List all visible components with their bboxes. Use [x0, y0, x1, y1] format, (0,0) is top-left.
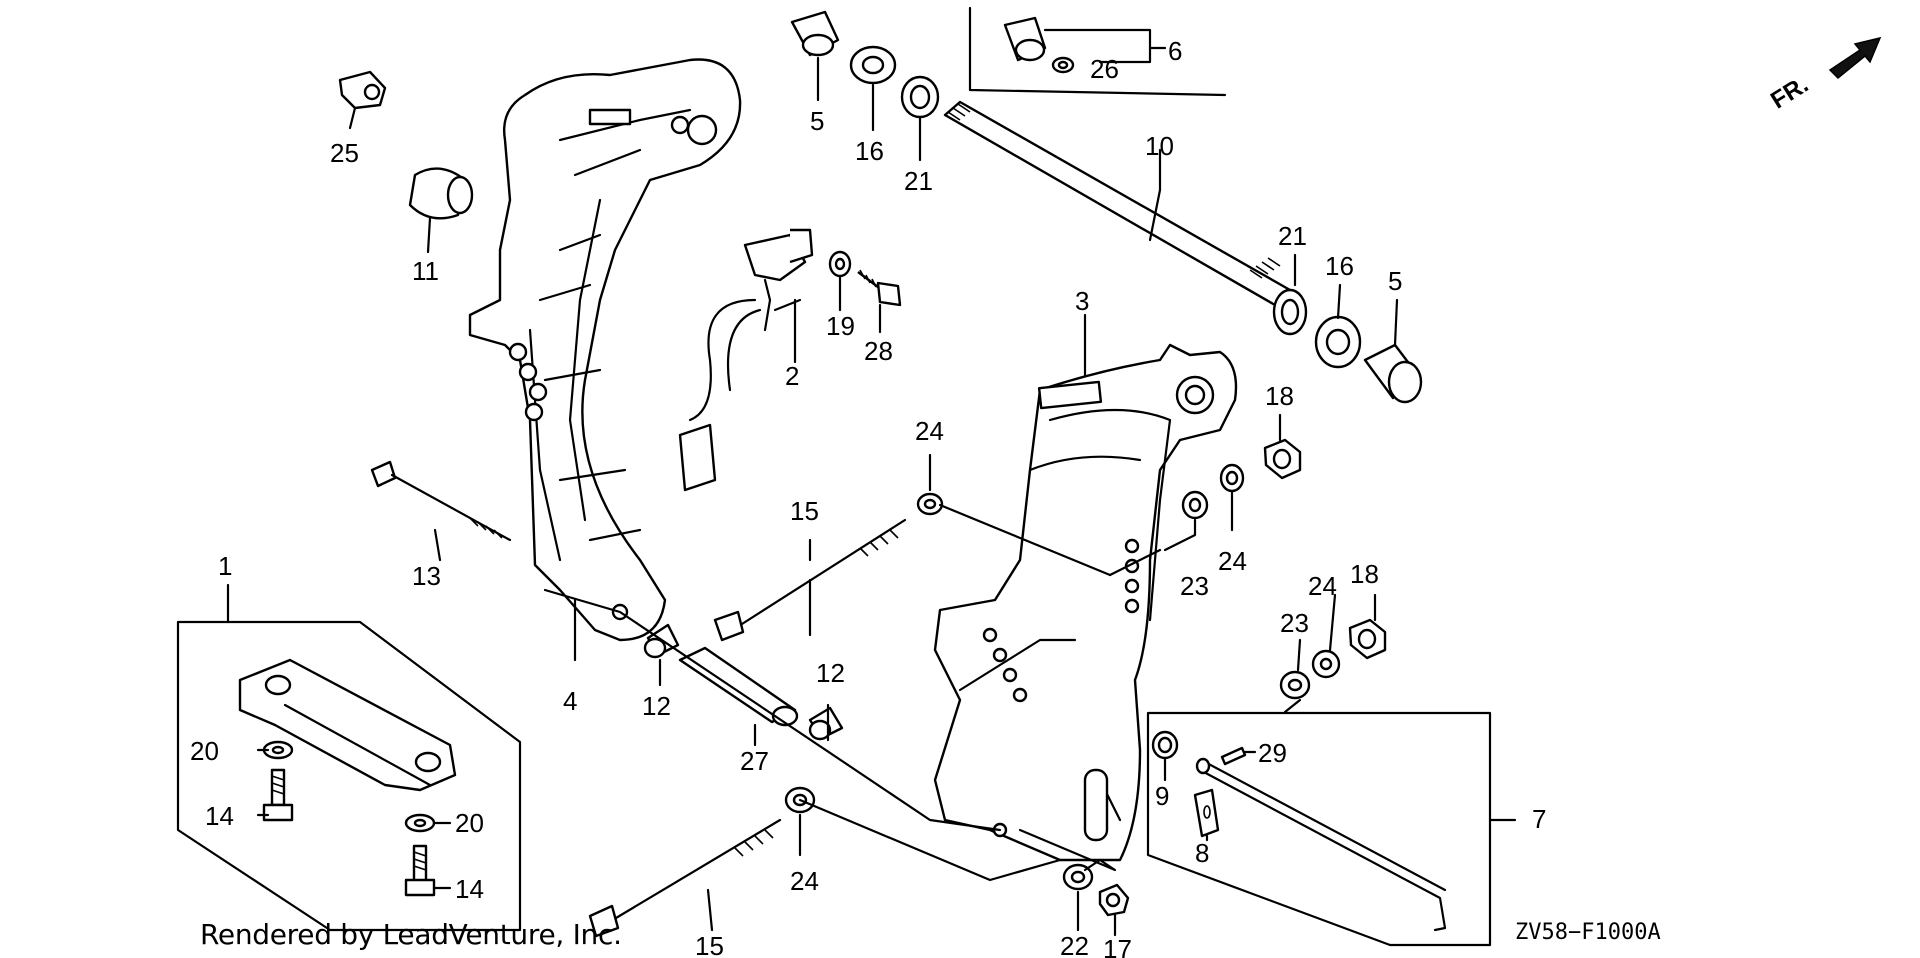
washer-24b[interactable]	[1219, 463, 1245, 493]
tilt-shaft[interactable]	[943, 100, 1292, 307]
callout-22: 22	[1060, 931, 1089, 958]
callout-1: 1	[218, 551, 232, 581]
washer-24c[interactable]	[1311, 649, 1341, 679]
callout-8: 8	[1195, 838, 1209, 868]
callout-16-right: 16	[1325, 251, 1354, 281]
callout-14-lower: 14	[455, 874, 484, 904]
callout-7: 7	[1532, 804, 1546, 834]
right-stern-bracket[interactable]	[933, 343, 1238, 862]
pin-27[interactable]	[678, 646, 799, 727]
tilt-shaft-nut-5a[interactable]	[790, 10, 840, 57]
callout-15-lower: 15	[695, 931, 724, 958]
callout-3: 3	[1075, 286, 1089, 316]
svg-text:FR.: FR.	[1766, 71, 1813, 114]
nut-18a[interactable]	[1263, 438, 1302, 480]
callout-15-upper: 15	[790, 496, 819, 526]
grommet-11[interactable]	[408, 167, 474, 220]
callout-18-upper: 18	[1265, 381, 1294, 411]
callout-18-lower: 18	[1350, 559, 1379, 589]
washer-21b[interactable]	[1272, 288, 1308, 336]
nut-18b[interactable]	[1348, 618, 1387, 660]
kit-bracket-line	[968, 6, 1227, 97]
callout-17: 17	[1103, 934, 1132, 958]
callout-29: 29	[1258, 738, 1287, 768]
pin-29[interactable]	[1220, 746, 1247, 766]
bolt-15-lower[interactable]	[588, 818, 782, 938]
collar-16a[interactable]	[849, 45, 897, 85]
callout-6: 6	[1168, 36, 1182, 66]
callout-2: 2	[785, 361, 799, 391]
callout-16-top: 16	[855, 136, 884, 166]
callout-labels: 25 11 5 16 21 6 26 10 21 16 5 3 19 28 2 …	[190, 36, 1546, 958]
callout-14-upper: 14	[205, 801, 234, 831]
trim-sensor[interactable]	[678, 228, 814, 492]
callout-12-left: 12	[642, 691, 671, 721]
callout-5-right: 5	[1388, 266, 1402, 296]
callout-23-lower: 23	[1280, 608, 1309, 638]
callout-24-upper: 24	[915, 416, 944, 446]
front-direction-arrow: FR.	[1766, 36, 1882, 114]
tilt-lock-rod[interactable]	[1195, 757, 1447, 932]
nut-with-washer-kit[interactable]	[1003, 16, 1075, 74]
collar-12a[interactable]	[643, 623, 680, 659]
washer-23a[interactable]	[1181, 490, 1209, 520]
left-stern-bracket[interactable]	[468, 58, 742, 642]
rendered-by-credit: Rendered by LeadVenture, Inc.	[200, 918, 622, 951]
collar-16b[interactable]	[1314, 315, 1362, 369]
callout-25: 25	[330, 138, 359, 168]
callout-21-top: 21	[904, 166, 933, 196]
collar-12b[interactable]	[808, 706, 844, 741]
bolt-28[interactable]	[857, 269, 902, 307]
callout-20-upper: 20	[190, 736, 219, 766]
plate-8[interactable]	[1193, 788, 1220, 838]
callout-28: 28	[864, 336, 893, 366]
callout-5-top: 5	[810, 106, 824, 136]
callout-10: 10	[1145, 131, 1174, 161]
callout-19: 19	[826, 311, 855, 341]
callout-27: 27	[740, 746, 769, 776]
callout-13: 13	[412, 561, 441, 591]
callout-9: 9	[1155, 781, 1169, 811]
callout-24-right: 24	[1218, 546, 1247, 576]
bolt-13[interactable]	[370, 460, 512, 542]
clip-25[interactable]	[338, 70, 387, 110]
nut-17[interactable]	[1098, 883, 1130, 917]
washer-23b[interactable]	[1279, 670, 1311, 700]
bolt-14a[interactable]	[262, 768, 294, 822]
callout-20-lower: 20	[455, 808, 484, 838]
callout-23-right: 23	[1180, 571, 1209, 601]
washer-24a[interactable]	[916, 492, 944, 516]
callout-4: 4	[563, 686, 577, 716]
anode-plate[interactable]	[238, 658, 457, 792]
callout-21-right: 21	[1278, 221, 1307, 251]
group-1-outline	[176, 620, 522, 932]
washer-19[interactable]	[828, 250, 852, 278]
callout-26: 26	[1090, 54, 1119, 84]
group-7-outline	[1146, 711, 1492, 947]
callout-12-right: 12	[816, 658, 845, 688]
callout-24-lower: 24	[790, 866, 819, 896]
kit-brace	[1043, 28, 1167, 64]
washer-21a[interactable]	[900, 75, 940, 119]
tilt-shaft-nut-5b[interactable]	[1363, 343, 1423, 404]
bolt-15-upper[interactable]	[713, 518, 907, 642]
callout-24-lower-right: 24	[1308, 571, 1337, 601]
bolt-14b[interactable]	[404, 844, 436, 897]
leader-lines	[226, 56, 1517, 937]
washer-20b[interactable]	[404, 813, 436, 833]
diagram-code: ZV58−F1000A	[1515, 920, 1661, 945]
callout-11: 11	[412, 256, 439, 286]
collar-9[interactable]	[1151, 730, 1179, 760]
